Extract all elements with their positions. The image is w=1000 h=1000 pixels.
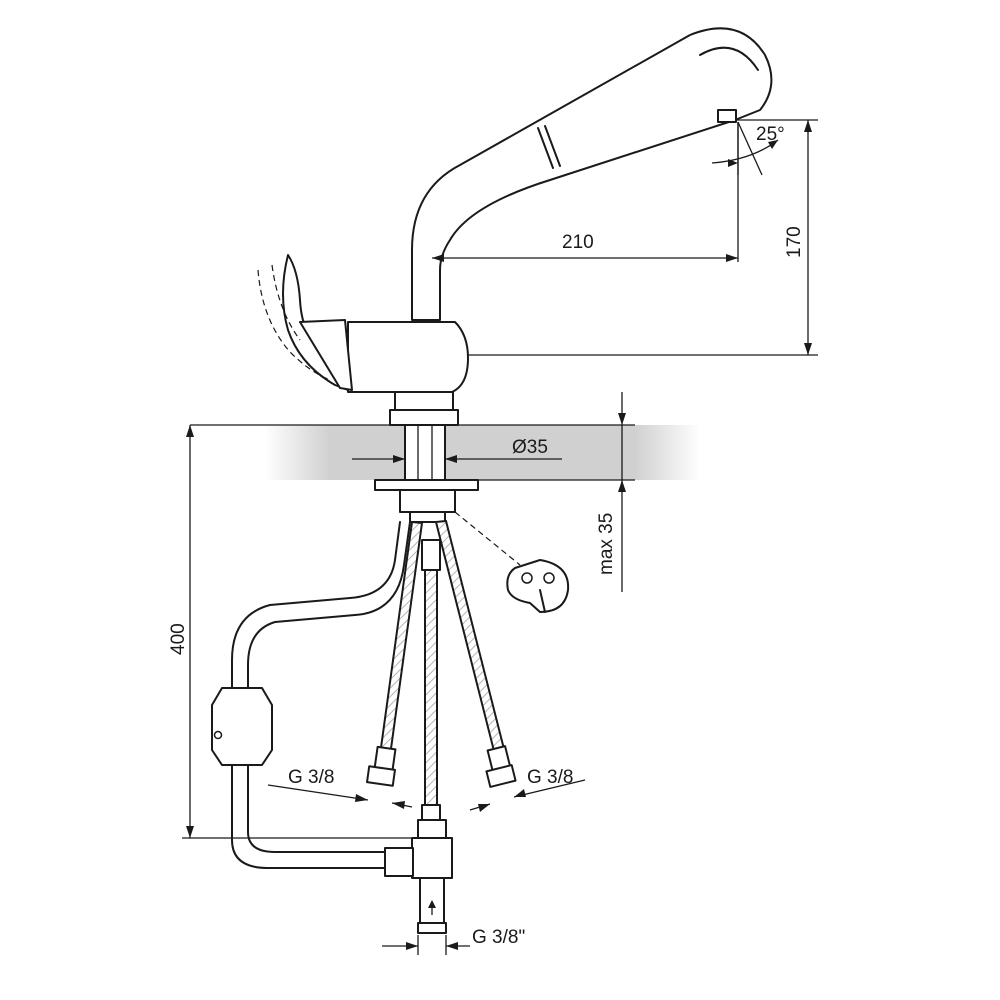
dimension-hose-length: 400 [168, 425, 420, 839]
dimension-angle: 25° [711, 121, 785, 176]
hose-weight [211, 687, 273, 766]
lever-handle [257, 254, 353, 391]
faucet-body [347, 321, 469, 426]
connection-bottom-label: G 3/8" [472, 927, 525, 948]
hose-length-label: 400 [168, 623, 189, 655]
supply-hoses [366, 519, 517, 821]
angle-label: 25° [756, 124, 785, 145]
dimension-max-thickness: max 35 [596, 392, 626, 592]
spout-height-label: 170 [784, 226, 805, 258]
connection-right-label: G 3/8 [527, 767, 573, 788]
dimension-connection-right: G 3/8 [469, 767, 586, 812]
max-thickness-label: max 35 [596, 513, 617, 575]
connection-left-label: G 3/8 [288, 767, 334, 788]
pull-out-hose [211, 521, 411, 869]
dimension-connection-left: G 3/8 [267, 767, 413, 809]
mounting-shank [374, 424, 479, 523]
countertop [190, 424, 700, 481]
tee-connector [384, 819, 453, 934]
hole-diameter-label: Ø35 [512, 437, 548, 458]
faucet-spout [411, 27, 773, 321]
spout-reach-label: 210 [562, 232, 594, 253]
dimension-spout-height: 170 [468, 119, 818, 356]
dimension-hole-diameter: Ø35 [352, 437, 562, 463]
dimension-connection-bottom: G 3/8" [382, 927, 525, 955]
retaining-clip [454, 511, 570, 613]
dimension-spout-reach: 210 [432, 122, 739, 262]
